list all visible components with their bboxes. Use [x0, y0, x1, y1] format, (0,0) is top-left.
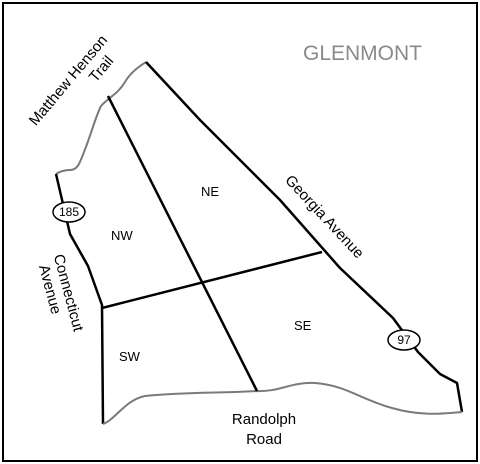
randolph-road-line1: Randolph — [232, 411, 296, 428]
map-title: GLENMONT — [303, 42, 422, 65]
randolph-road-boundary — [102, 381, 463, 425]
matthew-henson-trail-boundary — [55, 61, 147, 175]
east-west-divider — [101, 250, 323, 310]
quadrant-ne-label: NE — [201, 184, 219, 199]
route-185-shield: 185 — [52, 201, 86, 223]
randolph-road-line2: Road — [246, 431, 282, 448]
north-south-divider — [106, 95, 259, 392]
georgia-avenue-boundary — [145, 61, 464, 413]
route-97-number: 97 — [397, 333, 411, 347]
quadrant-se-label: SE — [294, 318, 312, 333]
quadrant-sw-label: SW — [119, 349, 141, 364]
quadrant-nw-label: NW — [111, 228, 133, 243]
route-185-number: 185 — [59, 205, 79, 219]
route-97-shield: 97 — [387, 329, 421, 351]
